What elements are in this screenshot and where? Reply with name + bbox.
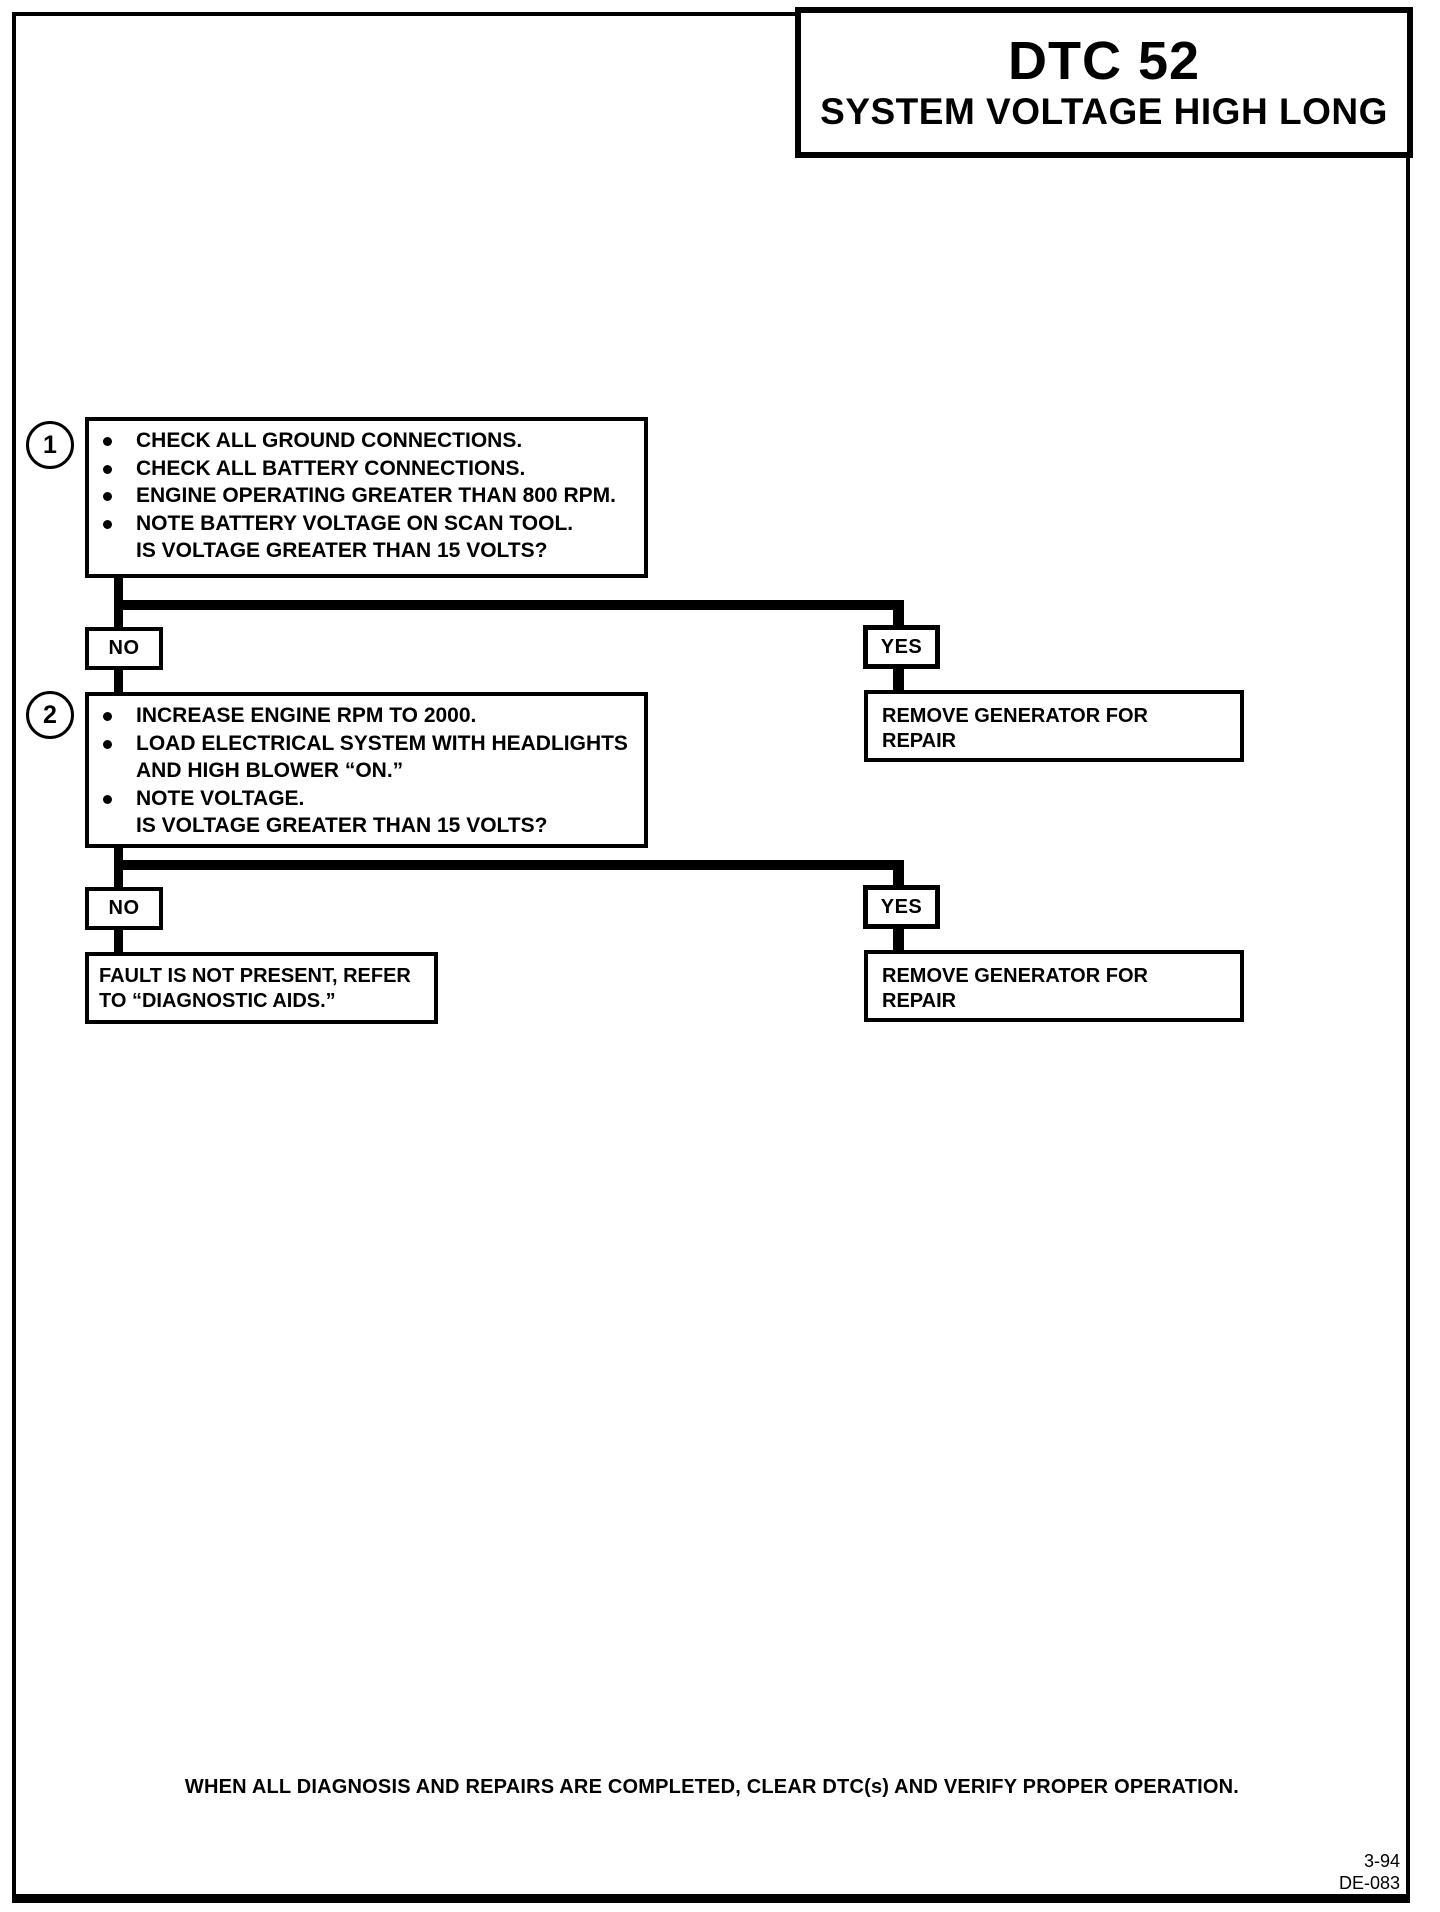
step2-bullet-row: INCREASE ENGINE RPM TO 2000. [89, 702, 644, 730]
step2-number-badge: 2 [26, 691, 74, 739]
step1-yes-box: YES [863, 625, 940, 669]
step2-no-label: NO [108, 897, 140, 919]
connector-line [893, 610, 904, 627]
step1-yes-result-line2: REPAIR [882, 729, 957, 752]
bullet-icon [103, 794, 112, 804]
bullet-icon [103, 712, 112, 721]
step2-bullet-text: LOAD ELECTRICAL SYSTEM WITH HEADLIGHTS [136, 731, 628, 755]
bullet-icon [103, 739, 112, 749]
step2-bullet-row: NOTE VOLTAGE. [89, 785, 644, 813]
step2-question-row: IS VOLTAGE GREATER THAN 15 VOLTS? [89, 812, 644, 840]
step2-bullet-continuation-row: AND HIGH BLOWER “ON.” [89, 757, 644, 785]
dtc-description-title: SYSTEM VOLTAGE HIGH LONG [820, 90, 1388, 132]
connector-line [114, 610, 123, 629]
bullet-icon [103, 464, 112, 474]
step1-question-row: IS VOLTAGE GREATER THAN 15 VOLTS? [89, 537, 644, 565]
step1-number-badge: 1 [26, 421, 74, 469]
step1-bullet-row: CHECK ALL BATTERY CONNECTIONS. [89, 455, 644, 483]
footer-note: WHEN ALL DIAGNOSIS AND REPAIRS ARE COMPL… [184, 1776, 1240, 1798]
step1-bullet-text: CHECK ALL BATTERY CONNECTIONS. [136, 456, 526, 480]
step1-bullet-row: NOTE BATTERY VOLTAGE ON SCAN TOOL. [89, 510, 644, 538]
step2-yes-box: YES [863, 885, 940, 929]
connector-line [114, 578, 123, 602]
step2-question: IS VOLTAGE GREATER THAN 15 VOLTS? [136, 814, 548, 837]
step1-bullet-row: ENGINE OPERATING GREATER THAN 800 RPM. [89, 482, 644, 510]
step1-question: IS VOLTAGE GREATER THAN 15 VOLTS? [136, 539, 548, 562]
step2-number: 2 [43, 700, 57, 729]
step1-bullet-text: ENGINE OPERATING GREATER THAN 800 RPM. [136, 484, 616, 507]
step2-bullet-continuation: AND HIGH BLOWER “ON.” [136, 759, 404, 782]
connector-line [114, 870, 123, 889]
step2-bullet-text: INCREASE ENGINE RPM TO 2000. [136, 704, 477, 727]
bullet-icon [103, 437, 112, 446]
connector-line [893, 669, 904, 692]
step2-yes-label: YES [880, 895, 923, 918]
step2-no-result-box: FAULT IS NOT PRESENT, REFER TO “DIAGNOST… [85, 952, 438, 1024]
step1-yes-result-line1: REMOVE GENERATOR FOR [882, 705, 1148, 727]
step2-yes-result-line1: REMOVE GENERATOR FOR [882, 965, 1148, 987]
step2-yes-result-box: REMOVE GENERATOR FOR REPAIR [864, 950, 1244, 1022]
page-ref: 3-94 [1363, 1851, 1400, 1871]
connector-line [114, 860, 904, 870]
connector-line [114, 848, 123, 862]
step1-bullet-text: CHECK ALL GROUND CONNECTIONS. [136, 429, 523, 452]
bullet-icon [103, 519, 112, 529]
step1-bullet-row: CHECK ALL GROUND CONNECTIONS. [89, 427, 644, 455]
step2-yes-result-line2: REPAIR [882, 989, 957, 1012]
connector-line [114, 600, 904, 610]
corner-references: 3-94 DE-083 [1339, 1850, 1400, 1894]
step1-no-label: NO [108, 637, 140, 659]
connector-line [893, 929, 904, 952]
dtc-code-title: DTC 52 [1007, 30, 1201, 91]
step1-no-box: NO [85, 627, 163, 670]
step2-action-box: INCREASE ENGINE RPM TO 2000. LOAD ELECTR… [85, 692, 648, 848]
doc-ref: DE-083 [1338, 1873, 1400, 1893]
step2-no-box: NO [85, 887, 163, 930]
connector-line [114, 670, 123, 694]
page-border [12, 12, 1410, 1903]
connector-line [893, 870, 904, 887]
step1-number: 1 [43, 430, 57, 459]
connector-line [114, 930, 123, 954]
step2-no-result-line1: FAULT IS NOT PRESENT, REFER [99, 965, 411, 987]
step2-no-result-line2: TO “DIAGNOSTIC AIDS.” [99, 989, 336, 1012]
step1-bullet-text: NOTE BATTERY VOLTAGE ON SCAN TOOL. [136, 511, 574, 535]
step2-bullet-text: NOTE VOLTAGE. [136, 786, 305, 810]
dtc-title-box: DTC 52 SYSTEM VOLTAGE HIGH LONG [795, 7, 1413, 158]
step1-yes-label: YES [880, 635, 923, 658]
step1-yes-result-box: REMOVE GENERATOR FOR REPAIR [864, 690, 1244, 762]
bullet-icon [103, 492, 112, 501]
step2-bullet-row: LOAD ELECTRICAL SYSTEM WITH HEADLIGHTS [89, 730, 644, 758]
step1-action-box: CHECK ALL GROUND CONNECTIONS. CHECK ALL … [85, 417, 648, 578]
